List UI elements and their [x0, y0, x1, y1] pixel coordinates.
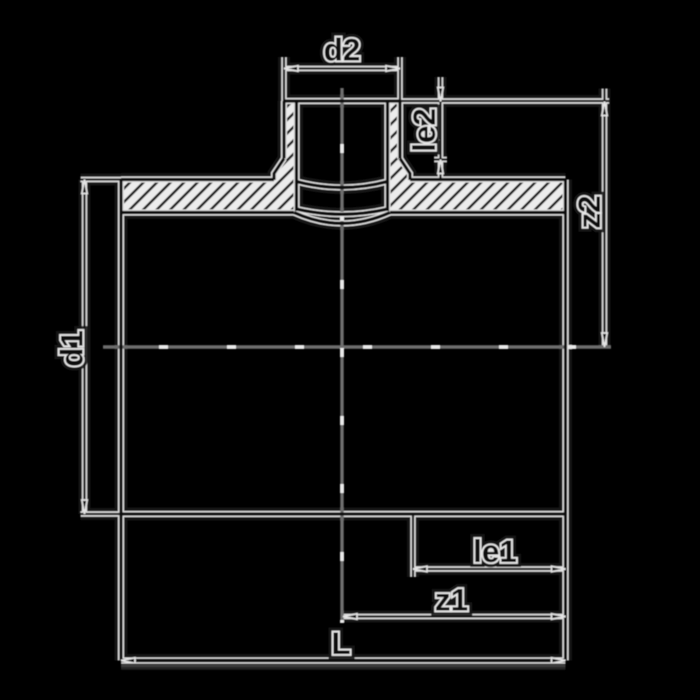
svg-text:d2: d2 [324, 32, 361, 68]
svg-text:le1: le1 [473, 533, 517, 569]
svg-text:L: L [331, 625, 350, 661]
svg-text:z1: z1 [435, 582, 468, 618]
svg-text:d1: d1 [54, 330, 90, 367]
svg-text:z2: z2 [571, 195, 607, 228]
svg-text:d1: d1 [54, 330, 90, 367]
svg-text:d2: d2 [324, 32, 361, 68]
svg-text:le2: le2 [406, 108, 442, 152]
svg-text:le2: le2 [406, 108, 442, 152]
svg-text:z2: z2 [571, 195, 607, 228]
svg-text:le1: le1 [473, 533, 517, 569]
svg-text:z1: z1 [435, 582, 468, 618]
